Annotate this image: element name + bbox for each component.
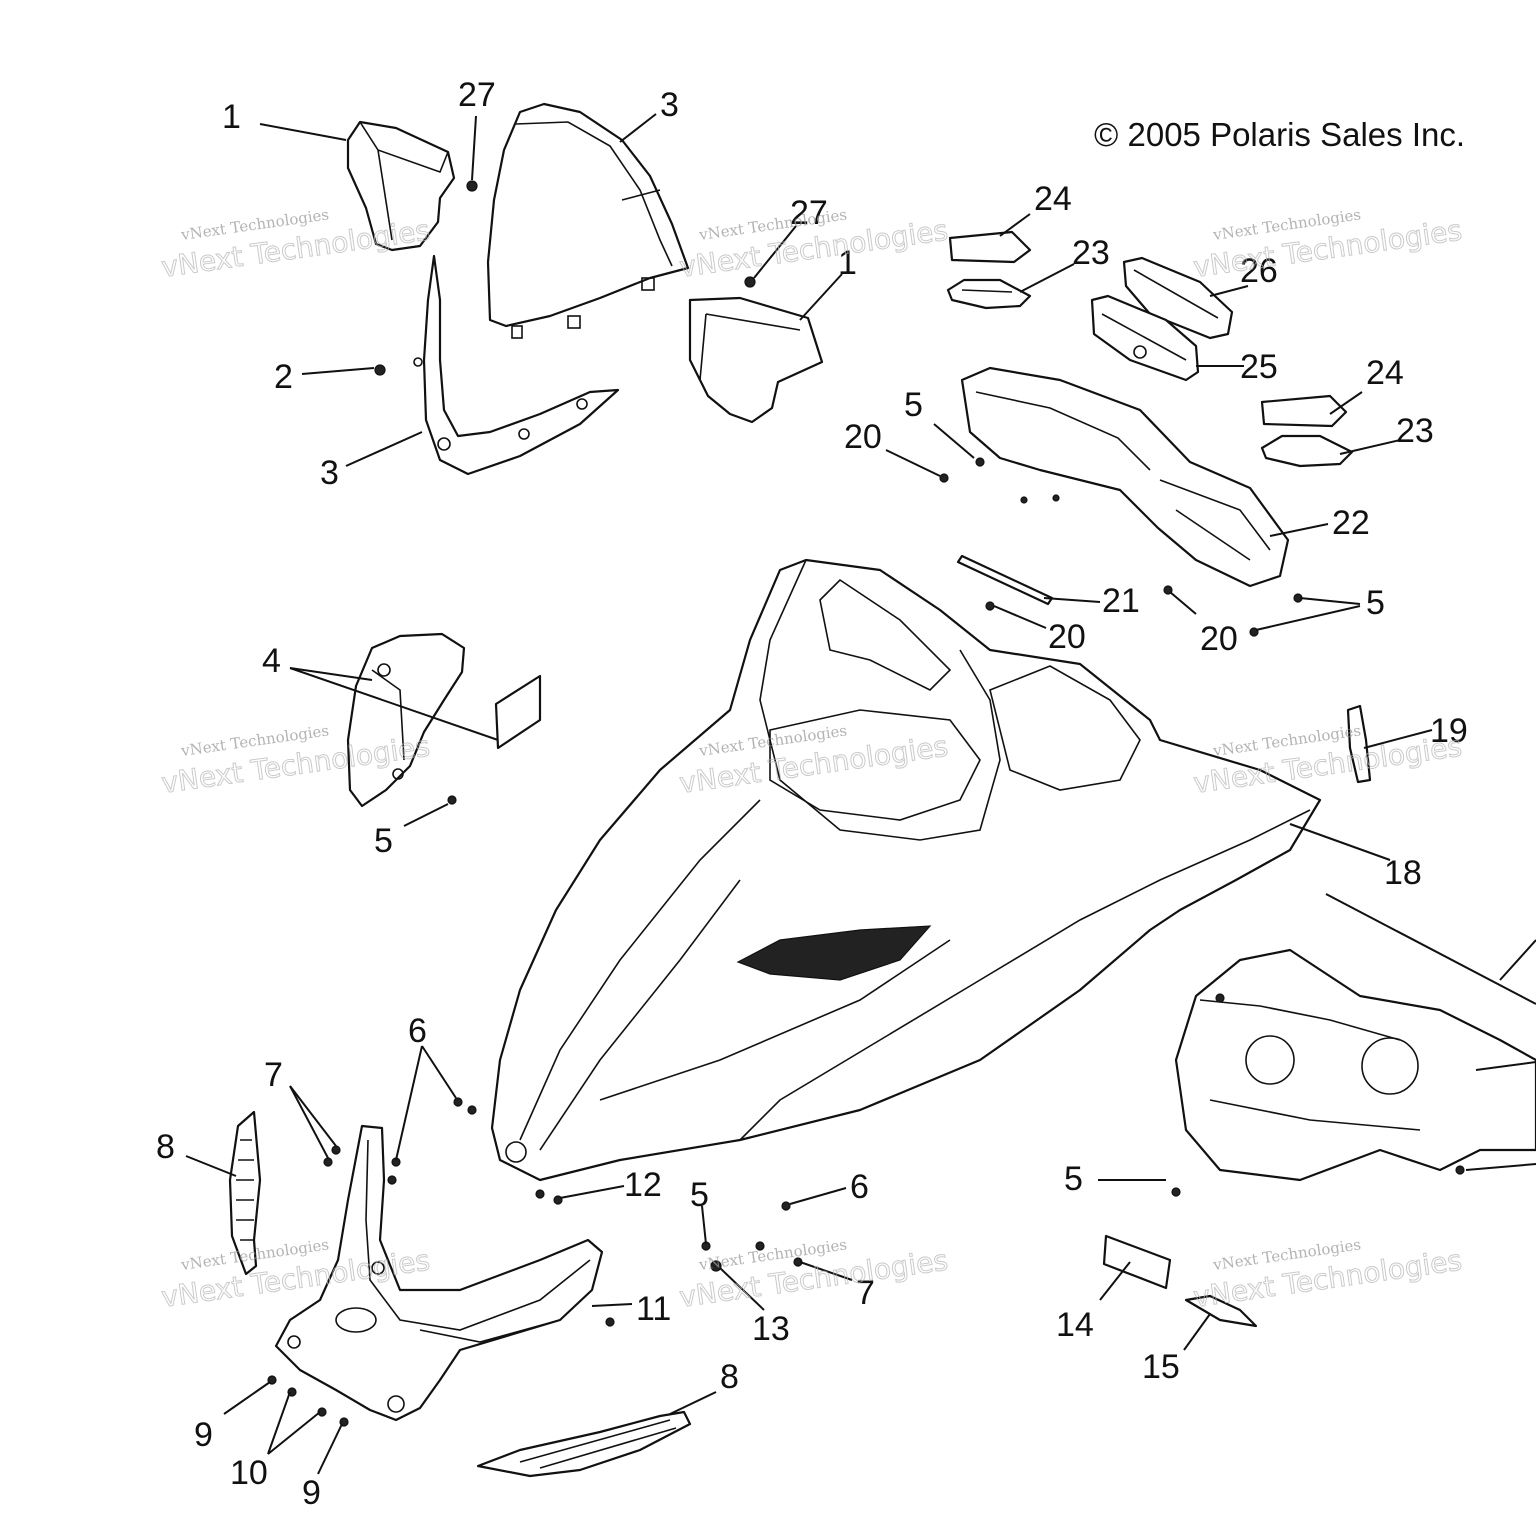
callout-27: 27	[458, 76, 496, 114]
callout-5: 5	[904, 386, 923, 424]
part-screw-27-mid	[744, 276, 756, 288]
callout-8: 8	[720, 1358, 739, 1396]
callout-5: 5	[690, 1176, 709, 1214]
callout-6: 6	[850, 1168, 869, 1206]
part-gauge-25	[1090, 294, 1200, 382]
callout-20: 20	[1048, 618, 1086, 656]
part-windshield	[486, 102, 690, 339]
part-side-deflector-left	[346, 120, 456, 252]
callout-6: 6	[408, 1012, 427, 1050]
part-gauge-cap-24-left	[948, 230, 1032, 264]
callout-7: 7	[856, 1274, 875, 1312]
callout-9: 9	[302, 1474, 321, 1512]
callout-13: 13	[752, 1310, 790, 1348]
callout-14: 14	[1056, 1306, 1094, 1344]
part-gauge-cap-24-right	[1260, 394, 1348, 428]
callout-5: 5	[1366, 584, 1385, 622]
callout-2: 2	[274, 358, 293, 396]
callout-19: 19	[1430, 712, 1468, 750]
part-gauge-bracket-23-right	[1260, 434, 1354, 468]
part-lens-26	[1122, 256, 1234, 340]
callout-22: 22	[1332, 504, 1370, 542]
copyright-notice: © 2005 Polaris Sales Inc.	[1094, 116, 1466, 153]
callout-5: 5	[1064, 1160, 1083, 1198]
callout-1: 1	[838, 244, 857, 282]
callout-18: 18	[1384, 854, 1422, 892]
callout-20: 20	[844, 418, 882, 456]
part-rod-21	[956, 554, 1054, 606]
part-emblem-15	[1184, 1294, 1258, 1328]
part-grille-8-bottom	[476, 1410, 692, 1478]
callout-21: 21	[1102, 582, 1140, 620]
callout-10: 10	[230, 1454, 268, 1492]
part-side-pod-4	[346, 632, 466, 808]
callout-4: 4	[262, 642, 281, 680]
callout-9: 9	[194, 1416, 213, 1454]
callout-3: 3	[320, 454, 339, 492]
part-dash-pod-22	[960, 366, 1290, 588]
callout-20: 20	[1200, 620, 1238, 658]
part-grille-8-left	[228, 1110, 262, 1276]
part-screw-5-left	[447, 795, 457, 805]
part-lower-nose-11	[274, 1124, 604, 1422]
callout-27: 27	[790, 194, 828, 232]
leader-lines	[185, 113, 1433, 1475]
part-decal-4	[494, 674, 542, 750]
part-gauge-bracket-23-left	[946, 278, 1032, 310]
part-screw-5-right	[1171, 1163, 1536, 1197]
callout-7: 7	[264, 1056, 283, 1094]
part-decal-14	[1102, 1234, 1172, 1290]
part-lower-pod-right	[1174, 893, 1536, 1182]
callout-24: 24	[1034, 180, 1072, 218]
callout-23: 23	[1396, 412, 1434, 450]
callout-labels: 1 27 3 27 1 2 3 24 23 26 25 24 23 5 20 2…	[156, 76, 1468, 1512]
part-side-deflector-right	[688, 296, 824, 424]
callout-12: 12	[624, 1166, 662, 1204]
callout-3: 3	[660, 86, 679, 124]
part-windshield-trim	[413, 254, 620, 476]
callout-24: 24	[1366, 354, 1404, 392]
callout-26: 26	[1240, 252, 1278, 290]
callout-5: 5	[374, 822, 393, 860]
callout-23: 23	[1072, 234, 1110, 272]
part-screw-2	[374, 364, 386, 376]
callout-1: 1	[222, 98, 241, 136]
part-hood-18	[490, 558, 1322, 1182]
callout-15: 15	[1142, 1348, 1180, 1386]
callout-25: 25	[1240, 348, 1278, 386]
part-screw-27-top	[466, 180, 478, 192]
part-clip-19	[1346, 704, 1372, 784]
callout-11: 11	[636, 1290, 671, 1328]
callout-8: 8	[156, 1128, 175, 1166]
